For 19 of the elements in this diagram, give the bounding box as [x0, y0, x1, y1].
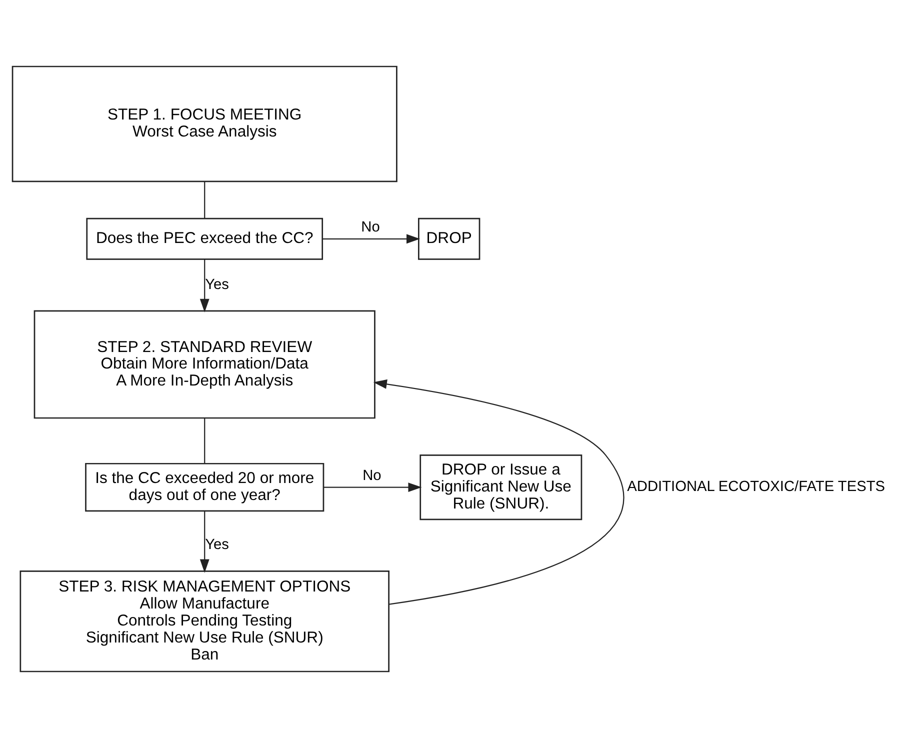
node-box: DROP or Issue a Significant New Use Rule (SNUR).	[420, 454, 582, 520]
arrow	[200, 259, 210, 312]
node-box: Does the PEC exceed the CC?	[86, 218, 324, 260]
edge-label: Yes	[205, 537, 229, 554]
arrow	[324, 482, 422, 492]
arrow	[373, 379, 624, 605]
connector	[204, 181, 206, 218]
edge-label: Yes	[205, 276, 229, 293]
edge-label: No	[361, 219, 380, 236]
edge-label: No	[362, 468, 382, 484]
arrow	[322, 234, 420, 244]
node-box: STEP 3. RISK MANAGEMENT OPTIONS Allow Manufacture Controls Pending Testing Significant New Use Rule (SNUR) Ban	[20, 570, 390, 672]
edge-label: ADDITIONAL ECOTOXIC/FATE TESTS	[627, 479, 886, 496]
node-box: STEP 1. FOCUS MEETING Worst Case Analysis	[12, 66, 398, 182]
connector	[204, 418, 206, 464]
node-box: DROP	[418, 218, 480, 260]
arrow	[200, 511, 210, 573]
node-box: STEP 2. STANDARD REVIEW Obtain More Information/Data A More In-Depth Analysis	[34, 310, 376, 419]
node-box: Is the CC exceeded 20 or more days out of one year?	[85, 462, 324, 512]
